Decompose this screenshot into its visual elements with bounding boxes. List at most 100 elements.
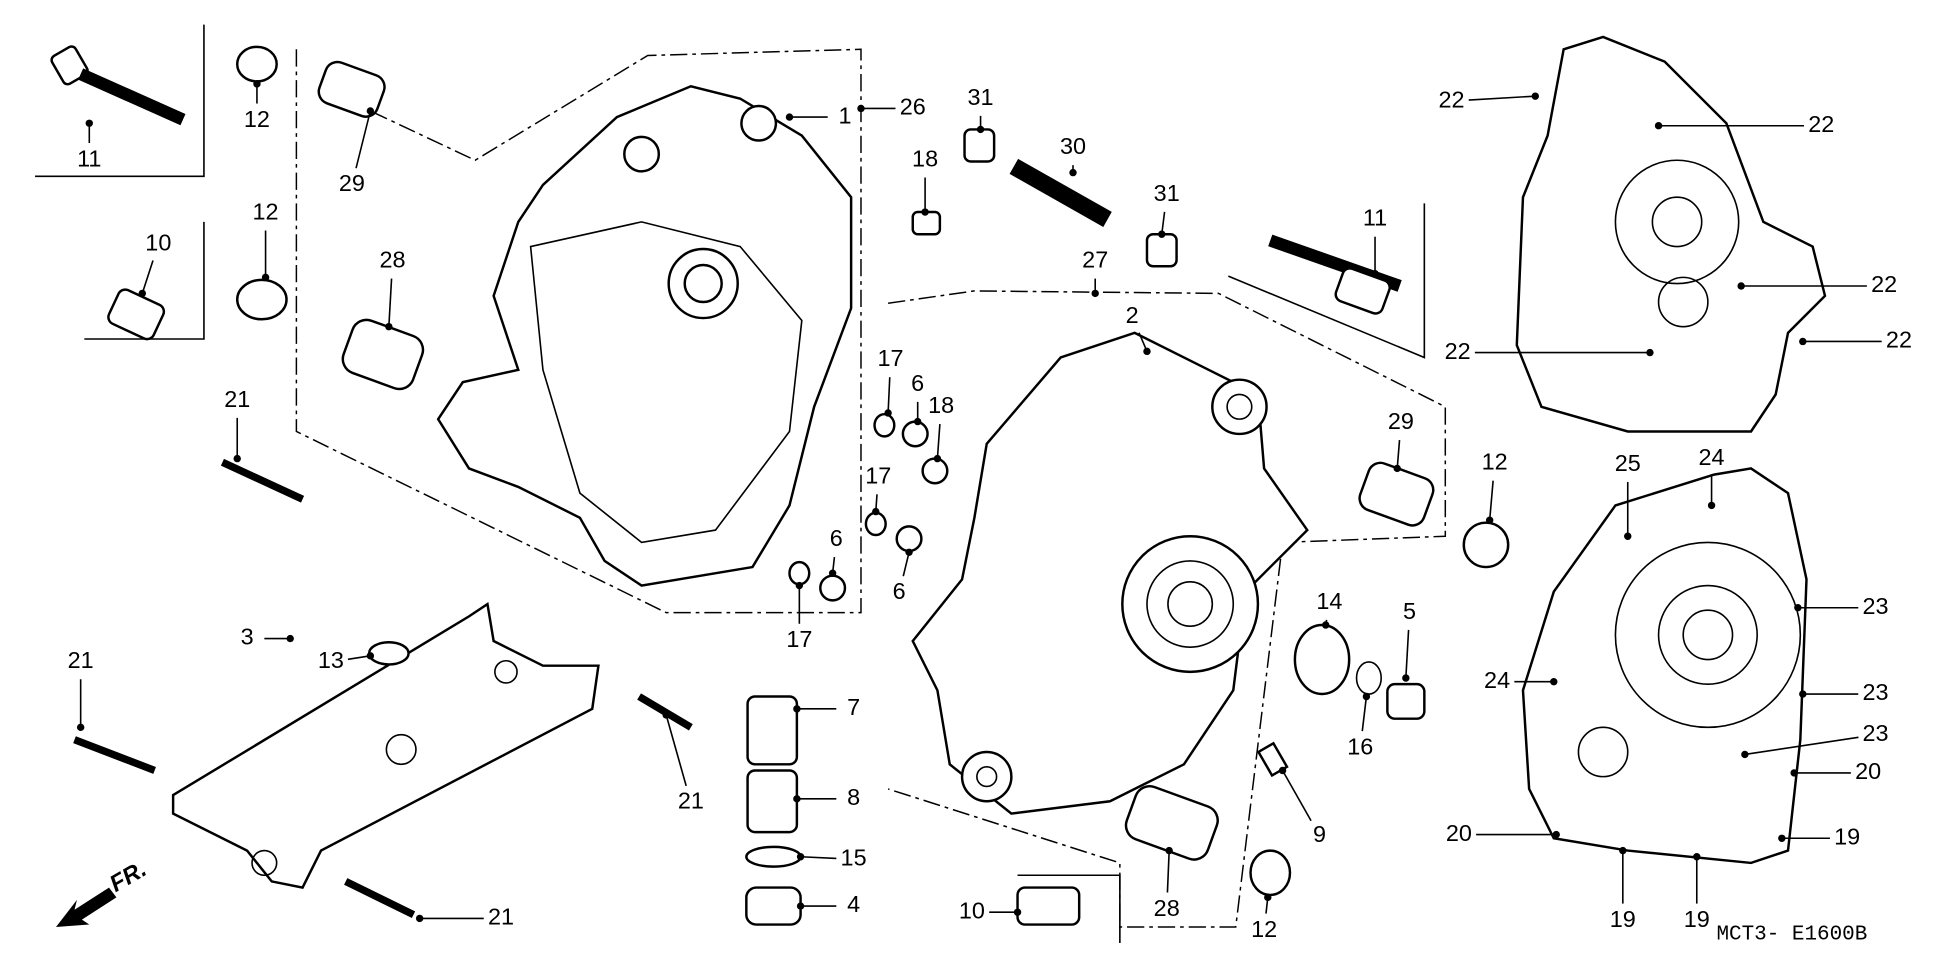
leader-dot bbox=[1402, 674, 1410, 682]
callout-22: 22 bbox=[1886, 327, 1912, 353]
leader-dot bbox=[1654, 122, 1663, 130]
callout-17: 17 bbox=[786, 626, 812, 652]
callout-28: 28 bbox=[1154, 895, 1180, 921]
callout-22: 22 bbox=[1445, 338, 1471, 364]
leader-dot bbox=[1799, 337, 1807, 346]
leader-dot bbox=[366, 652, 375, 660]
diagram-code: MCT3- E1600B bbox=[1717, 923, 1868, 946]
leader-lines bbox=[76, 80, 1882, 923]
leader-dot bbox=[1619, 846, 1627, 855]
leader-line bbox=[347, 655, 371, 661]
leader-dot bbox=[1799, 690, 1807, 698]
callout-19: 19 bbox=[1610, 906, 1636, 932]
callout-18: 18 bbox=[912, 145, 938, 171]
callout-29: 29 bbox=[339, 170, 365, 196]
leader-dot bbox=[662, 711, 670, 719]
leader-dot bbox=[1790, 769, 1798, 777]
callout-7: 7 bbox=[847, 694, 860, 720]
callout-8: 8 bbox=[847, 784, 860, 810]
leader-dot bbox=[1552, 830, 1560, 839]
callout-16: 16 bbox=[1347, 733, 1373, 759]
callout-10: 10 bbox=[145, 229, 171, 255]
leader-dot bbox=[857, 104, 865, 113]
callout-23: 23 bbox=[1863, 593, 1889, 619]
leader-line bbox=[1281, 770, 1312, 822]
leader-line bbox=[1166, 850, 1170, 893]
leader-line bbox=[1405, 629, 1410, 679]
leader-line bbox=[1396, 439, 1401, 469]
leader-dot bbox=[233, 454, 241, 463]
callout-21: 21 bbox=[68, 647, 94, 673]
crankcase-cover-lower bbox=[1521, 467, 1808, 865]
callout-9: 9 bbox=[1313, 821, 1326, 847]
callout-29: 29 bbox=[1388, 408, 1414, 434]
leader-dot bbox=[1646, 348, 1654, 357]
leader-line bbox=[141, 260, 154, 294]
callout-20: 20 bbox=[1855, 758, 1881, 784]
callout-21: 21 bbox=[678, 788, 704, 814]
callout-13: 13 bbox=[318, 647, 344, 673]
leader-dot bbox=[415, 914, 424, 923]
callout-22: 22 bbox=[1808, 111, 1834, 137]
callout-14: 14 bbox=[1316, 588, 1342, 614]
callout-18: 18 bbox=[928, 392, 954, 418]
leader-dot bbox=[793, 705, 801, 713]
leader-dot bbox=[1778, 834, 1786, 842]
leader-dot bbox=[872, 507, 880, 516]
engine-hanger-bracket bbox=[171, 601, 600, 889]
leader-line bbox=[1488, 480, 1494, 521]
callout-26: 26 bbox=[900, 94, 926, 120]
callout-23: 23 bbox=[1863, 720, 1889, 746]
leader-dot bbox=[1069, 168, 1077, 177]
callout-22: 22 bbox=[1871, 271, 1897, 297]
leader-dot bbox=[1013, 908, 1022, 916]
leader-dot bbox=[1707, 501, 1716, 510]
callout-30: 30 bbox=[1060, 133, 1086, 159]
leader-dot bbox=[1794, 604, 1802, 612]
leader-dot bbox=[828, 569, 837, 577]
callout-11: 11 bbox=[1363, 205, 1387, 231]
leader-line bbox=[902, 552, 910, 577]
callout-12: 12 bbox=[244, 106, 270, 132]
callout-17: 17 bbox=[878, 345, 904, 371]
leader-dot bbox=[385, 322, 393, 331]
leader-dot bbox=[1158, 230, 1166, 238]
front-arrow: FR. bbox=[56, 855, 151, 928]
front-label: FR. bbox=[105, 855, 151, 896]
callout-5: 5 bbox=[1403, 598, 1416, 624]
leader-dot bbox=[1278, 766, 1287, 775]
leader-dot bbox=[793, 795, 801, 803]
callout-31: 31 bbox=[1154, 180, 1180, 206]
callout-24: 24 bbox=[1484, 667, 1510, 693]
callout-28: 28 bbox=[380, 247, 406, 273]
leader-dot bbox=[138, 289, 146, 298]
leader-dot bbox=[286, 634, 294, 643]
leader-dot bbox=[1322, 621, 1330, 629]
callout-20: 20 bbox=[1446, 820, 1472, 846]
leader-dot bbox=[933, 454, 942, 463]
callout-12: 12 bbox=[253, 198, 279, 224]
leader-line bbox=[665, 714, 687, 787]
leader-line bbox=[1160, 211, 1166, 235]
leader-line bbox=[800, 855, 837, 860]
leader-dot bbox=[1550, 678, 1558, 686]
small-parts bbox=[50, 45, 1510, 926]
callout-12: 12 bbox=[1251, 916, 1277, 942]
leader-dot bbox=[1485, 516, 1494, 524]
left-crankcase bbox=[436, 84, 853, 587]
leader-dot bbox=[366, 107, 375, 115]
callout-12: 12 bbox=[1482, 449, 1508, 475]
leader-line bbox=[1744, 736, 1859, 756]
leader-dot bbox=[795, 581, 804, 590]
crankcase-cover-upper bbox=[1515, 35, 1827, 433]
leader-dot bbox=[1693, 853, 1701, 861]
leader-dot bbox=[1371, 269, 1379, 278]
leader-dot bbox=[76, 723, 85, 732]
callout-25: 25 bbox=[1615, 450, 1641, 476]
leader-dot bbox=[261, 273, 270, 282]
leader-dot bbox=[785, 113, 794, 121]
callout-15: 15 bbox=[841, 844, 867, 870]
callout-10: 10 bbox=[959, 897, 985, 923]
leader-dot bbox=[1143, 347, 1151, 356]
